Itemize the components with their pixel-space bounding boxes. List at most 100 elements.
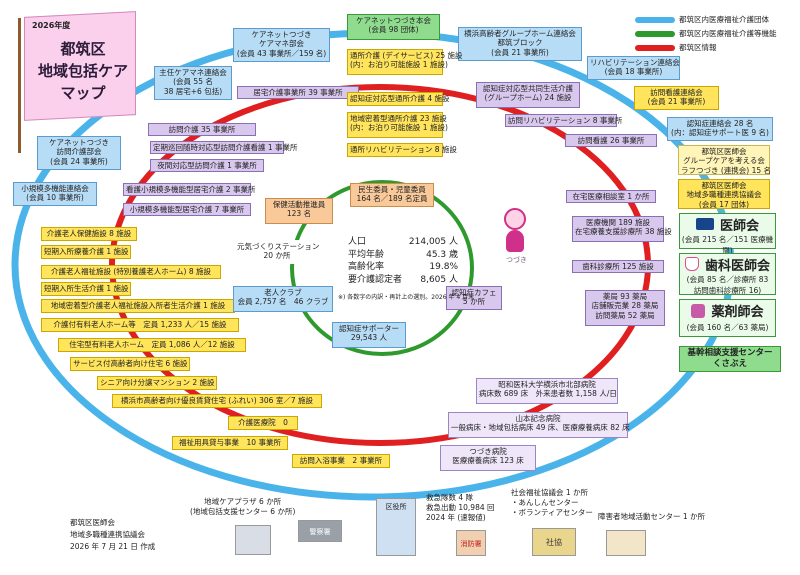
text-line: 地域ケアプラザ 6 か所 bbox=[204, 497, 282, 506]
text-line: 山本記念病院 bbox=[515, 414, 561, 423]
footer-org-1: 都筑区医師会 bbox=[70, 518, 115, 527]
serviced-housing: サービス付高齢者向け住宅 6 施設 bbox=[70, 357, 190, 371]
text-line: 一般病床・地域包括病床 49 床、医療療養病床 82 床 bbox=[451, 423, 630, 433]
text-line: 小規模多機能連絡会 bbox=[21, 184, 89, 193]
text-line: 定期巡回随時対応型訪問介護看護 1 事業所 bbox=[153, 143, 298, 152]
text-line: 薬局 93 薬局 bbox=[602, 292, 648, 301]
home-help-division: ケアネットつづき訪問介護部会(会員 24 事業所) bbox=[37, 136, 121, 170]
text-line: 元気づくりステーション bbox=[237, 242, 320, 251]
text-line: 認知症対応型共同生活介護 bbox=[483, 84, 573, 93]
text-line: (会員 21 事業所) bbox=[491, 47, 549, 57]
text-line: 45.3 歳 bbox=[426, 249, 458, 260]
community-day-care: 地域密着型通所介護 23 施設(内：お泊り可能施設 1 施設) bbox=[347, 112, 448, 138]
text-line: サービス付高齢者向け住宅 6 施設 bbox=[73, 359, 188, 368]
text-line: 訪問リハビリテーション 8 事業所 bbox=[508, 116, 623, 125]
text-line: 住宅型有料老人ホーム 定員 1,086 人／12 施設 bbox=[69, 340, 235, 349]
flag-pole bbox=[18, 18, 21, 153]
text-line: つづき病院 bbox=[469, 447, 507, 456]
mascot-name: つづき bbox=[506, 256, 527, 264]
dementia-council: 認知症連絡会 28 名(内：認知症サポート医 9 名) bbox=[667, 117, 773, 141]
text-line: (会員 21 事業所) bbox=[647, 97, 706, 107]
rehab-council: リハビリテーション連絡会(会員 18 事業所) bbox=[587, 56, 680, 80]
text-line: 認知症サポーター bbox=[339, 324, 399, 333]
text-line: 社協 bbox=[546, 538, 562, 547]
text-line: 訪問看護連絡会 bbox=[650, 88, 703, 97]
periodic-visit-care: 定期巡回随時対応型訪問介護看護 1 事業所 bbox=[150, 141, 298, 154]
text-line: 8,605 人 bbox=[420, 274, 458, 285]
dementia-day-care: 認知症対応型通所介護 4 施設 bbox=[347, 92, 450, 106]
text-line: 居宅介護事業所 39 事業所 bbox=[253, 88, 343, 97]
geriatric-health-facility: 介護老人保健施設 8 施設 bbox=[41, 227, 137, 241]
text-line: ケアネットつづき本会 bbox=[356, 16, 431, 25]
welfare-equipment-rental: 福祉用具貸与事業 10 事業所 bbox=[172, 436, 288, 450]
special-nursing-home: 介護老人福祉施設 (特別養護老人ホーム) 8 施設 bbox=[41, 265, 221, 279]
carenet-main: ケアネットつづき本会(会員 98 団体) bbox=[347, 14, 440, 40]
text-line: 看護小規模多機能型居宅介護 2 事業所 bbox=[126, 185, 256, 194]
title-year: 2026年度 bbox=[32, 21, 71, 30]
text-line: 訪問歯科診療所 16) bbox=[693, 286, 762, 295]
text-line: (内：お泊り可能施設 1 施設) bbox=[350, 123, 448, 133]
text-line: 地域多職種連携協議会 bbox=[686, 190, 762, 200]
text-line: (地域包括支援センター 6 か所) bbox=[190, 506, 296, 516]
short-stay-medical: 短期入所療養介護 1 施設 bbox=[41, 245, 131, 259]
text-line: ケアマネ部会 bbox=[259, 39, 304, 49]
text-line: 消防署 bbox=[460, 540, 482, 548]
assisted-living-home: 介護付有料老人ホーム等 定員 1,233 人／15 施設 bbox=[41, 318, 239, 332]
text-line: 横浜高齢者グループホーム連絡会 bbox=[464, 29, 576, 38]
text-line: 訪問介護 35 事業所 bbox=[168, 125, 236, 134]
text-line: (内：お泊り可能施設 1 施設) bbox=[350, 60, 448, 70]
text-line: 介護老人保健施設 8 施設 bbox=[46, 229, 132, 238]
title-line-2: 地域包括ケア bbox=[37, 62, 128, 80]
home-visit-nursing: 訪問看護 26 事業所 bbox=[565, 134, 657, 147]
nursing-small-multi: 看護小規模多機能型居宅介護 2 事業所 bbox=[123, 183, 256, 196]
showa-hospital: 昭和医科大学横浜市北部病院病床数 689 床 外来患者数 1,158 人/日 bbox=[476, 378, 618, 404]
text-line: 19.8% bbox=[429, 262, 458, 273]
text-line: 薬剤師会 bbox=[711, 305, 764, 321]
text-line: (会員 43 事業所／159 名) bbox=[236, 48, 327, 58]
stat-row: 要介護認定者 8,605 人 bbox=[348, 274, 458, 287]
text-line: 短期入所療養介護 1 施設 bbox=[44, 247, 129, 256]
day-service: 通所介護 (デイサービス) 25 施設(内：お泊り可能施設 1 施設) bbox=[347, 49, 463, 75]
small-multi-function: 小規模多機能型居宅介護 7 事業所 bbox=[123, 203, 251, 216]
text-line: 医療機関 189 施設 bbox=[585, 218, 651, 227]
text-line: 地域密着型通所介護 23 施設 bbox=[350, 114, 447, 123]
text-line: 訪問入浴事業 2 事業所 bbox=[299, 456, 383, 465]
text-line: 要介護認定者 bbox=[348, 274, 403, 285]
title-line-3: マップ bbox=[60, 84, 106, 102]
dementia-group-home: 認知症対応型共同生活介護(グループホーム) 24 施設 bbox=[476, 82, 580, 108]
care-plaza-building-icon bbox=[235, 525, 271, 555]
text-line: (会員 55 名 bbox=[173, 77, 213, 87]
text-line: 認知症カフェ bbox=[451, 288, 497, 297]
inner-ring-green bbox=[290, 180, 474, 356]
care-plaza-caption: 地域ケアプラザ 6 か所(地域包括支援センター 6 か所) bbox=[190, 497, 295, 517]
text-line: 短期入所生活介護 1 施設 bbox=[44, 284, 129, 293]
text-line: 人口 bbox=[348, 237, 367, 247]
text-line: 20 か所 bbox=[263, 251, 291, 261]
text-line: 214,005 人 bbox=[408, 237, 458, 247]
text-line: 歯科診療所 125 施設 bbox=[582, 262, 654, 271]
police-station-icon: 警察署 bbox=[298, 520, 342, 542]
pharmacy-icon bbox=[691, 303, 706, 318]
legend-label: 都筑区情報 bbox=[679, 43, 717, 52]
night-visit-care: 夜間対応型訪問介護 1 事業所 bbox=[150, 159, 264, 172]
pharmacies: 薬局 93 薬局店舗販売業 28 薬局訪問薬局 52 薬局 bbox=[585, 290, 665, 326]
text-line: 123 名 bbox=[286, 209, 312, 219]
text-line: 民生委員・児童委員 bbox=[358, 185, 426, 194]
text-line: (内：認知症サポート医 9 名) bbox=[671, 128, 769, 138]
text-line: ケアネットつづき bbox=[251, 30, 312, 39]
text-line: 介護付有料老人ホーム等 定員 1,233 人／15 施設 bbox=[53, 320, 227, 329]
title-line-1: 都筑区 bbox=[60, 40, 106, 58]
text-line: (会員 85 名／診療所 83 bbox=[686, 275, 769, 284]
home-medical-consult: 在宅医療相談室 1 か所 bbox=[566, 190, 656, 203]
text-line: リハビリテーション連絡会 bbox=[590, 58, 680, 67]
senior-condominium: シニア向け分譲マンション 2 施設 bbox=[97, 376, 217, 390]
text-line: 会員 2,757 名 46 クラブ bbox=[237, 297, 329, 307]
text-line: (グループホーム) 24 施設 bbox=[484, 93, 572, 103]
